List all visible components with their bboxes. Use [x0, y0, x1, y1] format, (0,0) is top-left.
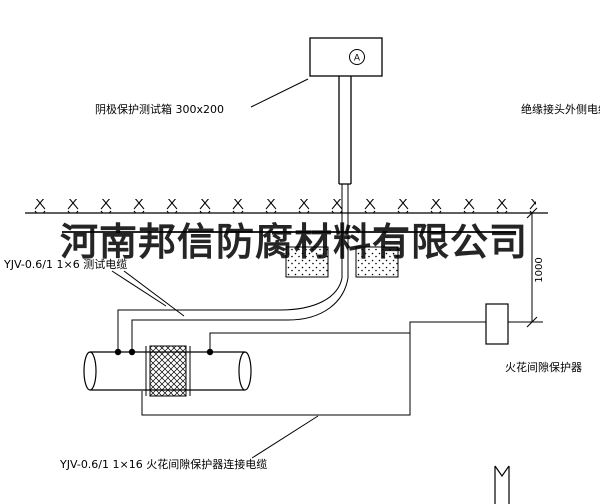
pipeline: [83, 345, 252, 397]
leader-spark-gap-cable: [251, 415, 319, 459]
test-box: A: [309, 37, 383, 77]
spark-gap-label: 火花间隙保护器: [505, 361, 582, 374]
watermark-strike-line: [62, 231, 516, 233]
joint-flanges: [145, 346, 191, 396]
leader-test-cable: [111, 270, 185, 317]
insulating-joint: [149, 345, 187, 397]
dimension-1000: 1000: [508, 207, 545, 328]
company-watermark: 河南邦信防腐材料有限公司: [60, 222, 529, 264]
test-cable-label: YJV-0.6/1 1×6 测试电缆: [4, 258, 128, 271]
ammeter-circle: [349, 49, 365, 65]
spark-gap-cable-label: YJV-0.6/1 1×16 火花间隙保护器连接电缆: [60, 458, 268, 471]
ground-hatch: [28, 199, 536, 213]
leader-test-box-label: [250, 78, 309, 108]
spark-gap-protector: [485, 303, 509, 345]
anchor-blocks: [285, 246, 399, 278]
test-cables: [117, 277, 349, 352]
buried-marker-symbol: [494, 465, 510, 504]
spark-gap-cables: [141, 321, 486, 416]
cable-connection-dots: [114, 348, 214, 356]
outer-cable-label: 绝缘接头外侧电缆: [521, 103, 600, 116]
ammeter-letter: A: [354, 54, 361, 64]
dimension-text: 1000: [534, 257, 545, 282]
test-box-label: 阴极保护测试箱 300x200: [95, 103, 224, 116]
